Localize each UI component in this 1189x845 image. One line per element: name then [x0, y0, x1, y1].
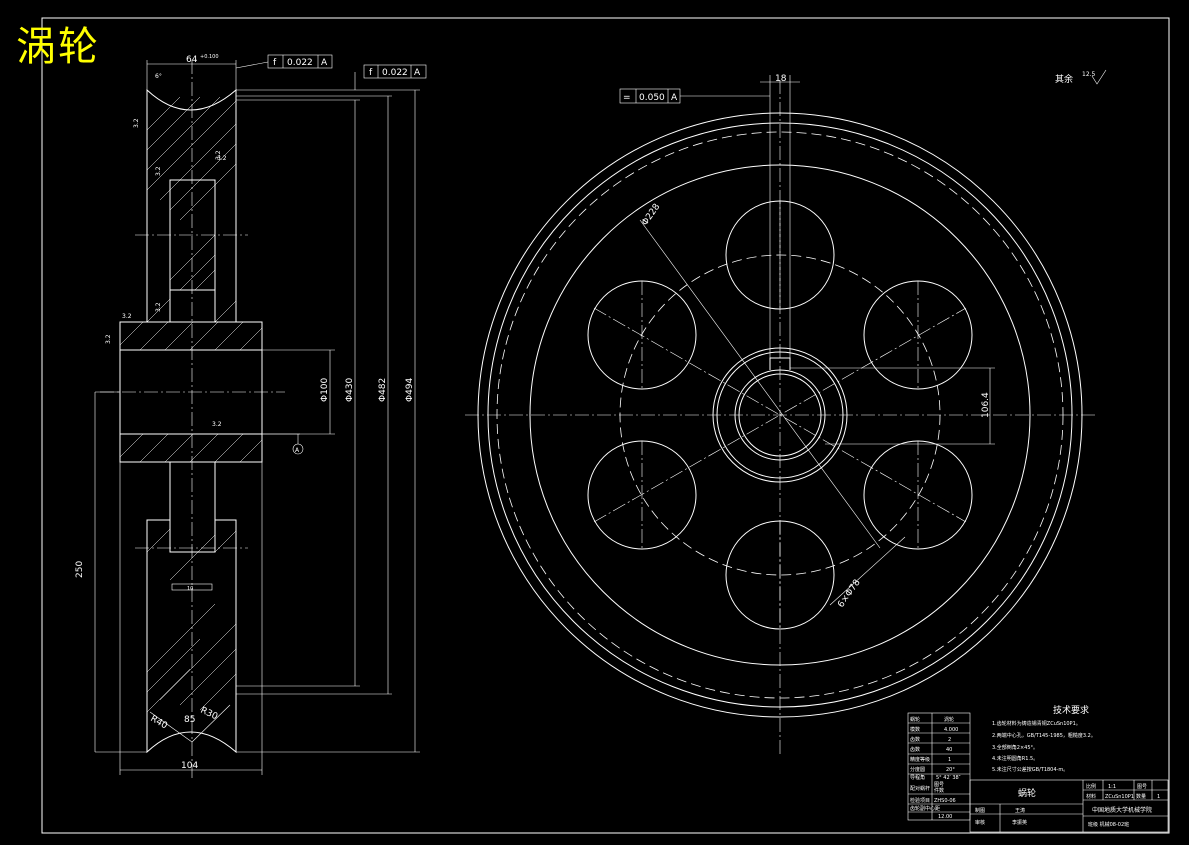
- param-row-9-label: 检验项目: [910, 797, 930, 804]
- slot-dim: 10: [187, 586, 193, 592]
- param-row-5-label: 精度等级: [910, 756, 930, 763]
- diameter-494: Φ494: [405, 377, 415, 402]
- roughness-3: 3.2: [217, 155, 227, 162]
- tech-heading: 技术要求: [1053, 704, 1089, 716]
- material-value: ZCuSn10P1: [1105, 794, 1134, 800]
- tech-item-3: 3.全部倒角2×45°。: [992, 744, 1038, 751]
- top-width-tol: +0.100: [200, 54, 219, 60]
- param-row-5-value: 1: [948, 757, 951, 763]
- roughness-7: 3.2: [212, 421, 222, 428]
- runout-1-symbol: f: [273, 58, 277, 68]
- param-row-10-value: 12.00: [938, 814, 952, 820]
- checked-by: 李振英: [1012, 819, 1027, 826]
- height-250: 250: [75, 561, 85, 578]
- flatness-value: 0.050: [639, 93, 665, 103]
- param-row-3-label: 齿数: [910, 736, 920, 743]
- material-label: 材料: [1086, 793, 1096, 800]
- param-row-2-label: 模数: [910, 726, 920, 733]
- class-name: 班级 机械08-02班: [1088, 821, 1129, 828]
- scale-value: 1:1: [1108, 784, 1116, 790]
- param-row-3-value: 2: [948, 737, 951, 743]
- holes-6x78: 6×Φ78: [836, 578, 863, 610]
- radius-40: R40: [149, 714, 170, 732]
- flatness-datum: A: [671, 93, 678, 103]
- angle-dim: 6°: [155, 73, 162, 80]
- school-name: 中国地质大学机械学院: [1092, 806, 1152, 814]
- tech-item-2: 2.两端中心孔，GB/T145-1985，粗糙度3.2。: [992, 732, 1096, 739]
- lightening-holes: [587, 200, 973, 630]
- side-section-view: [94, 54, 427, 780]
- flatness-symbol: =: [623, 93, 631, 103]
- param-row-6-value: 20°: [946, 767, 955, 773]
- param-row-1-value: 涡轮: [944, 716, 954, 723]
- qty-value: 1: [1157, 794, 1160, 800]
- param-row-10-label: 齿轮副中心距: [910, 805, 940, 812]
- roughness-2: 3.2: [155, 166, 162, 176]
- qty-label: 数量: [1136, 793, 1146, 800]
- side-view-labels: 64 +0.100 6° f 0.022 A f 0.022 A 3.2 3.2…: [75, 54, 421, 771]
- drawing-title: 涡轮: [16, 24, 100, 70]
- roughness-4: 3.2: [155, 302, 162, 312]
- checked-label: 审核: [975, 819, 985, 826]
- roughness-6: 3.2: [105, 334, 112, 344]
- param-row-9-col2: ZHS0-06: [934, 798, 956, 804]
- part-name: 蜗轮: [1018, 787, 1036, 799]
- param-row-7-label: 导程角: [910, 774, 925, 781]
- drawing-border: [41, 17, 1170, 834]
- tech-requirements: 技术要求 1.齿轮材料为铸造锡青铜ZCuSn10P1。 2.两端中心孔，GB/T…: [992, 704, 1096, 773]
- param-row-8-col3: 件数: [934, 787, 944, 794]
- roughness-5: 3.2: [122, 313, 132, 320]
- front-view: [465, 75, 1098, 755]
- param-row-7-value: 5° 42′ 38″: [936, 775, 961, 781]
- param-row-4-value: 40: [946, 747, 952, 753]
- runout-2-datum: A: [414, 68, 421, 78]
- tech-item-1: 1.齿轮材料为铸造锡青铜ZCuSn10P1。: [992, 720, 1081, 727]
- width-104: 104: [181, 761, 198, 771]
- title-block: 蜗轮 比例 1:1 图号 材料 ZCuSn10P1 数量 1 制图 王涛 审核 …: [969, 779, 1169, 833]
- key-width-dim: 18: [775, 74, 787, 84]
- drawn-label: 制图: [975, 807, 985, 814]
- roughness-1: 3.2: [133, 118, 140, 128]
- general-roughness-value: 12.5: [1082, 71, 1096, 78]
- runout-2-value: 0.022: [382, 68, 408, 78]
- tech-item-4: 4.未注明圆角R1.5。: [992, 755, 1038, 762]
- runout-2-symbol: f: [369, 68, 373, 78]
- parameter-table: 蜗轮 涡轮 模数 4.000 齿数 2 齿数 40 精度等级 1 分度圆 20°…: [907, 712, 971, 821]
- scale-label: 比例: [1086, 783, 1096, 790]
- param-row-2-value: 4.000: [944, 727, 958, 733]
- runout-1-datum: A: [321, 58, 328, 68]
- param-row-1-label: 蜗轮: [910, 716, 920, 723]
- radius-30: R30: [199, 706, 220, 723]
- top-width-dim: 64: [186, 55, 198, 65]
- param-row-8-col2: 图号: [934, 782, 944, 788]
- runout-1-value: 0.022: [287, 58, 313, 68]
- param-row-6-label: 分度圆: [910, 766, 925, 773]
- datum-a: A: [295, 447, 300, 454]
- roughness-8: 3.2: [215, 150, 222, 160]
- param-row-8-label: 配对蜗杆: [910, 785, 930, 792]
- key-depth-dim: 106.4: [981, 392, 991, 418]
- diameter-482: Φ482: [378, 378, 388, 402]
- drawn-by: 王涛: [1015, 807, 1025, 814]
- general-roughness-label: 其余: [1055, 73, 1073, 85]
- width-85: 85: [184, 715, 195, 725]
- tech-item-5: 5.未注尺寸公差按GB/T1804-m。: [992, 766, 1068, 773]
- sheet-label: 图号: [1137, 784, 1147, 790]
- bore-diameter: Φ100: [320, 377, 330, 402]
- param-row-4-label: 齿数: [910, 746, 920, 753]
- diameter-430: Φ430: [345, 377, 355, 402]
